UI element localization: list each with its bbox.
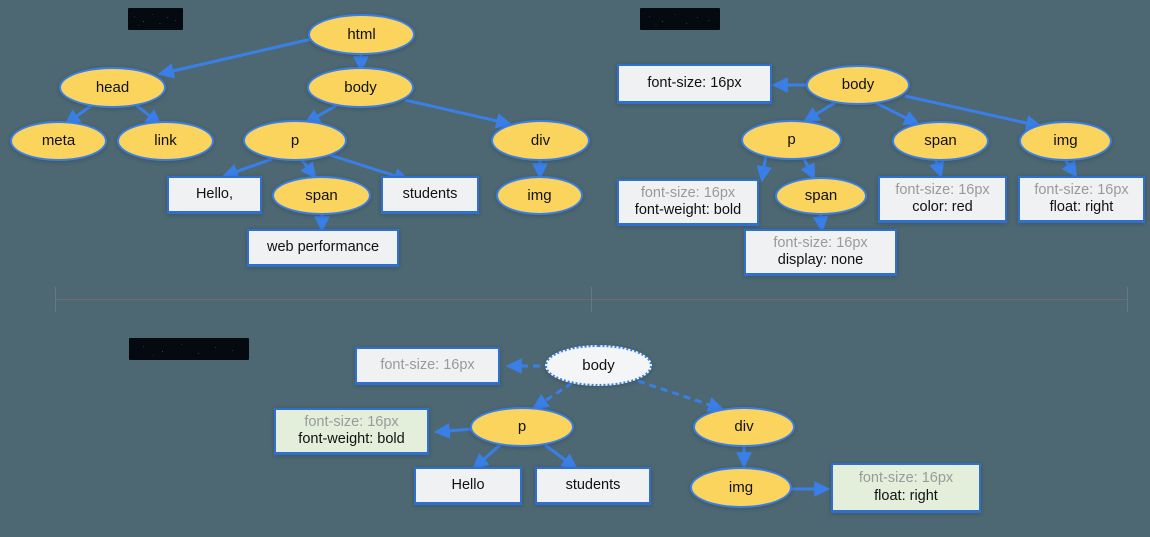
render-text-hello-label: Hello <box>451 476 485 493</box>
cssom-node-img-label: img <box>1053 132 1078 150</box>
dom-node-img[interactable]: img <box>496 176 583 215</box>
cssom-rule-span-nested[interactable]: font-size: 16px display: none <box>744 229 897 276</box>
render-node-div[interactable]: div <box>693 407 795 447</box>
cssom-rule-p[interactable]: font-size: 16px font-weight: bold <box>617 179 759 226</box>
render-text-students-label: students <box>565 476 621 493</box>
dom-node-body-label: body <box>344 78 377 96</box>
dom-text-students-label: students <box>402 185 458 202</box>
divider-tick-right <box>1127 287 1128 312</box>
dom-node-p[interactable]: p <box>243 120 347 161</box>
dom-node-div-label: div <box>530 131 551 149</box>
cssom-rule-body[interactable]: font-size: 16px <box>617 64 772 104</box>
cssom-rule-img[interactable]: font-size: 16px float: right <box>1018 176 1145 223</box>
cssom-node-span-nested[interactable]: span <box>775 177 867 215</box>
cssom-rule-span-top-inherited: font-size: 16px <box>895 181 990 198</box>
cssom-rule-p-inherited: font-size: 16px <box>640 184 736 201</box>
cssom-rule-span-nested-own: display: none <box>777 252 864 268</box>
render-rule-img-own: float: right <box>874 487 938 504</box>
render-rule-img[interactable]: font-size: 16px float: right <box>831 463 981 513</box>
render-rule-img-inherited: font-size: 16px <box>858 470 954 487</box>
cssom-node-p-label: p <box>787 131 796 149</box>
dom-node-link[interactable]: link <box>117 121 214 161</box>
cssom-node-body[interactable]: body <box>806 65 910 105</box>
cssom-rule-p-own: font-weight: bold <box>634 202 742 218</box>
render-rule-p-inherited: font-size: 16px <box>304 413 399 430</box>
dom-node-meta-label: meta <box>41 132 76 150</box>
dom-node-span[interactable]: span <box>272 176 371 215</box>
render-node-img-label: img <box>728 478 754 496</box>
cssom-node-p[interactable]: p <box>741 120 842 160</box>
render-node-div-label: div <box>734 418 754 436</box>
render-node-p[interactable]: p <box>470 407 574 447</box>
render-node-p-label: p <box>517 418 527 436</box>
dom-text-hello-label: Hello, <box>195 185 234 202</box>
dom-text-hello[interactable]: Hello, <box>167 176 262 214</box>
dom-text-students[interactable]: students <box>381 176 479 214</box>
dom-node-div[interactable]: div <box>491 120 590 161</box>
render-node-img[interactable]: img <box>690 467 792 508</box>
render-rule-p-own: font-weight: bold <box>298 431 405 447</box>
cssom-rule-img-inherited: font-size: 16px <box>1034 181 1129 198</box>
render-text-hello[interactable]: Hello <box>414 467 522 505</box>
render-rule-body-inherited: font-size: 16px <box>380 356 475 373</box>
dom-text-web-performance-label: web performance <box>266 238 380 255</box>
cssom-rule-span-top[interactable]: font-size: 16px color: red <box>878 176 1007 223</box>
cssom-node-span[interactable]: span <box>892 121 989 161</box>
cssom-rule-body-inherited: font-size: 16px <box>647 74 742 91</box>
dom-node-link-label: link <box>154 132 177 150</box>
dom-node-html[interactable]: html <box>308 14 415 55</box>
cssom-node-img[interactable]: img <box>1019 121 1112 161</box>
cssom-node-span-nested-label: span <box>804 187 838 205</box>
cssom-tree-title-redacted <box>640 8 720 30</box>
cssom-rule-span-top-own: color: red <box>912 199 973 215</box>
dom-node-head-label: head <box>95 78 130 96</box>
dom-node-span-label: span <box>305 186 338 204</box>
dom-tree-title-redacted <box>128 8 183 30</box>
cssom-rule-span-nested-inherited: font-size: 16px <box>773 234 868 251</box>
cssom-node-span-label: span <box>924 132 957 150</box>
dom-node-meta[interactable]: meta <box>10 121 107 161</box>
render-tree-title-redacted <box>129 338 249 360</box>
dom-node-body[interactable]: body <box>307 67 414 108</box>
render-node-body-label: body <box>582 356 615 374</box>
divider-tick-center <box>591 287 592 312</box>
cssom-node-body-label: body <box>841 76 875 94</box>
render-rule-body[interactable]: font-size: 16px <box>355 347 500 385</box>
dom-node-img-label: img <box>527 186 552 204</box>
dom-node-head[interactable]: head <box>59 67 166 108</box>
render-text-students[interactable]: students <box>535 467 651 505</box>
dom-text-web-performance[interactable]: web performance <box>247 229 399 267</box>
dom-node-p-label: p <box>290 131 300 149</box>
render-node-body[interactable]: body <box>545 345 652 386</box>
cssom-rule-img-own: float: right <box>1049 199 1114 215</box>
divider-tick-left <box>55 287 56 312</box>
dom-node-html-label: html <box>347 25 376 43</box>
render-rule-p[interactable]: font-size: 16px font-weight: bold <box>274 408 429 455</box>
